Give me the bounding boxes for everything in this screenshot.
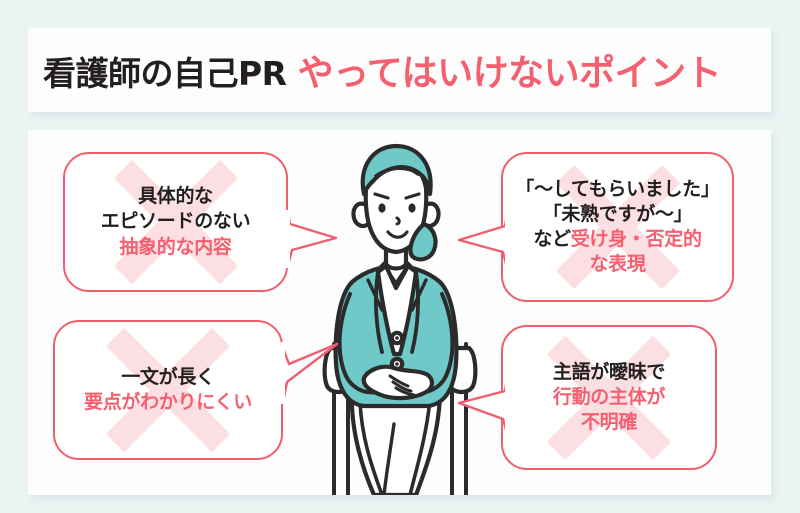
bubble-line-highlight: 抽象的な内容 [119, 235, 232, 258]
bubble-text: 具体的な エピソードのない 抽象的な内容 [95, 184, 257, 259]
bubble-long-sentence: 一文が長く 要点がわかりにくい [53, 320, 339, 460]
bubble-tail-icon [281, 342, 339, 404]
header-panel: 看護師の自己PR やってはいけないポイント [28, 28, 771, 112]
bubble-line: 一文が長く [121, 365, 215, 388]
bubble-text: 主語が曖昧で 行動の主体が 不明確 [547, 360, 671, 435]
bubble-line-highlight: 行動の主体が [552, 385, 666, 408]
title-red-part: やってはいけないポイント [297, 53, 722, 94]
bubble-line: 具体的な [138, 185, 213, 208]
bubble-unclear-subject: 主語が曖昧で 行動の主体が 不明確 [457, 325, 717, 470]
bubble-line: 「〜してもらいました」 [515, 177, 720, 200]
bubble-line-highlight: な表現 [589, 253, 646, 276]
bubble-tail-icon [286, 210, 338, 268]
bubble-text: 一文が長く 要点がわかりにくい [78, 365, 258, 415]
bubble-line-mixed: など受け身・否定的 [515, 227, 719, 252]
bubble-line: 「未熟ですが〜」 [542, 202, 693, 225]
bubble-text: 「〜してもらいました」 「未熟ですが〜」 など受け身・否定的 な表現 [509, 177, 725, 277]
bubble-line-highlight: 要点がわかりにくい [84, 391, 252, 413]
bubble-line-highlight: 不明確 [580, 411, 638, 434]
bubble-line: エピソードのない [100, 210, 251, 233]
main-panel: 具体的な エピソードのない 抽象的な内容 「〜してもらいました」 「未熟ですが〜… [28, 130, 771, 495]
bubble-abstract-content: 具体的な エピソードのない 抽象的な内容 [63, 152, 338, 292]
bubble-tail-icon [457, 212, 509, 270]
bubble-passive-negative-expression: 「〜してもらいました」 「未熟ですが〜」 など受け身・否定的 な表現 [457, 152, 734, 302]
bubble-line: 主語が曖昧で [552, 360, 666, 383]
seated-nurse-illustration [290, 132, 510, 495]
title-black-part: 看護師の自己PR [43, 54, 287, 93]
page-title: 看護師の自己PR やってはいけないポイント [43, 44, 722, 96]
bubble-tail-icon [457, 377, 509, 435]
bubble-line-plain: など [533, 228, 571, 250]
bubble-line-highlight: 受け身・否定的 [570, 228, 702, 250]
